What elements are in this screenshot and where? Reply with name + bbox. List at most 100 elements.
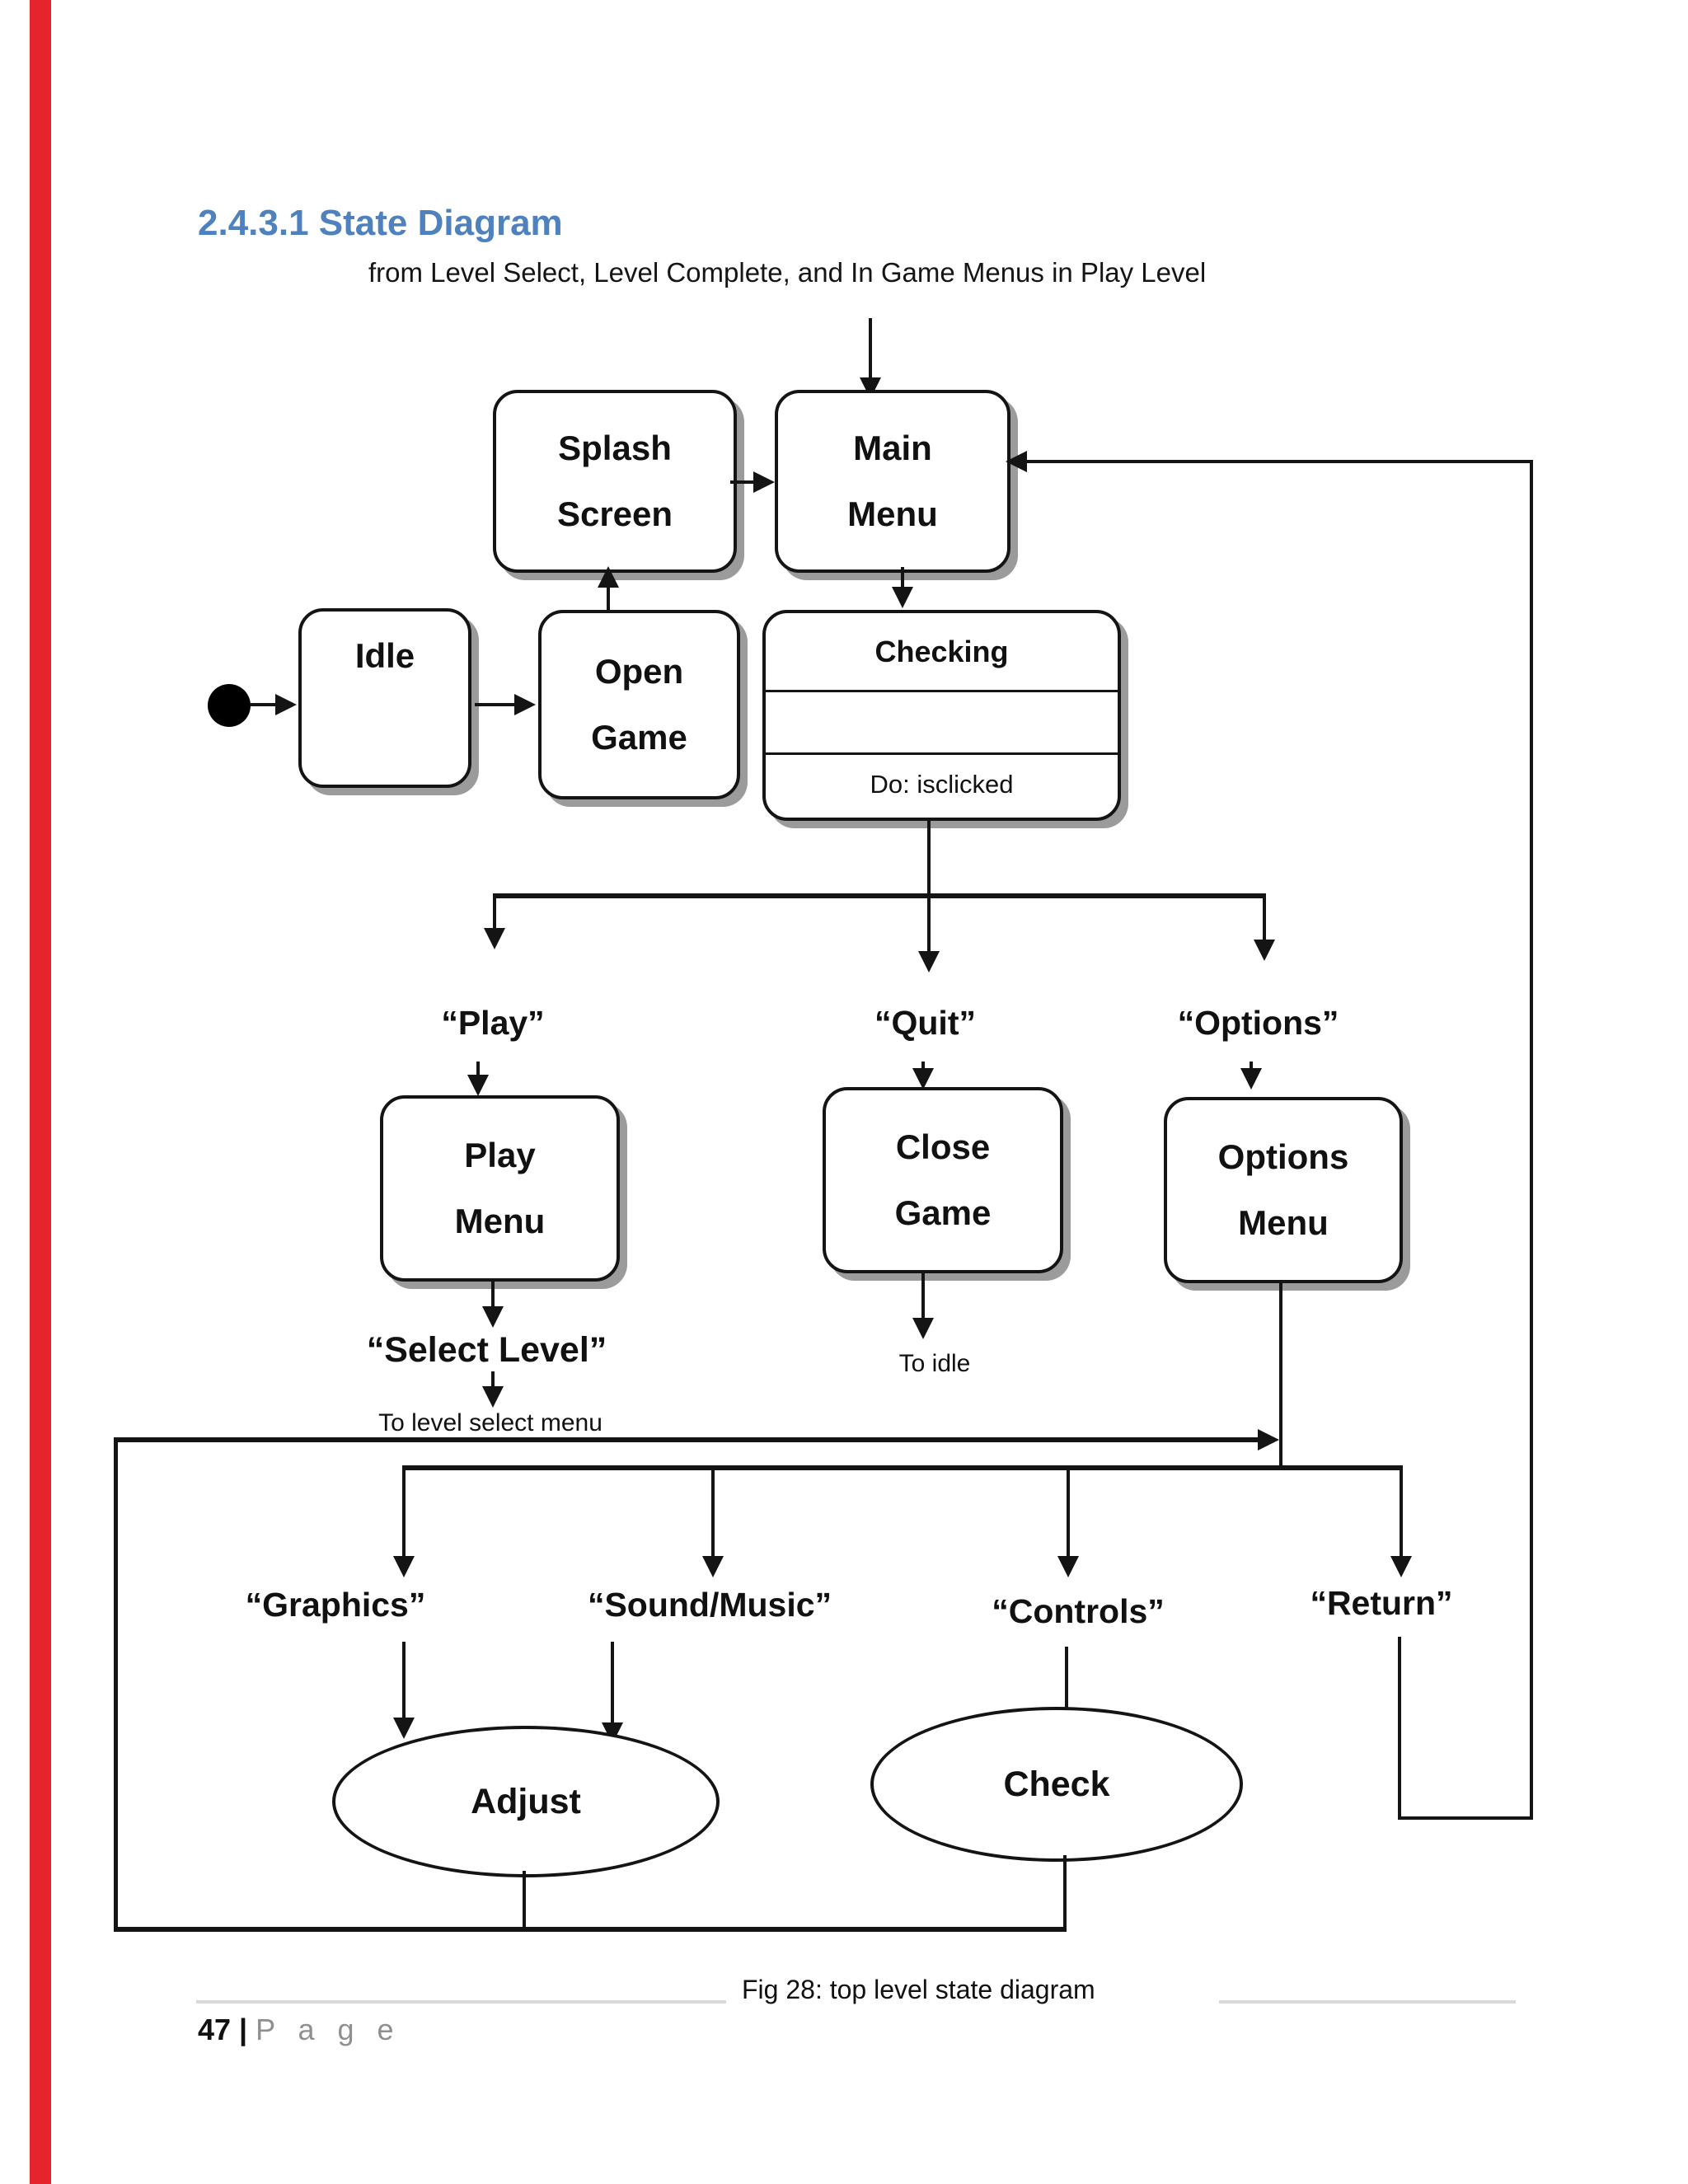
arrow-branch-to-return — [1400, 1465, 1403, 1563]
arrow-branch-to-graphics — [402, 1465, 406, 1563]
state-adjust-label: Adjust — [471, 1781, 581, 1821]
line-check-to-loop — [1063, 1855, 1067, 1931]
state-main-menu: Main Menu — [775, 390, 1010, 573]
arrowhead-main-to-checking — [892, 587, 913, 608]
initial-state-dot — [208, 684, 251, 727]
state-options-menu-line1: Options — [1217, 1137, 1349, 1176]
arrowhead-branch-to-play — [484, 928, 505, 949]
line-return-down — [1398, 1637, 1401, 1820]
arrow-controls-to-check — [1065, 1647, 1068, 1711]
arrowhead-quit-label-to-close-game — [912, 1068, 934, 1090]
transition-label-options: “Options” — [1177, 1004, 1339, 1042]
arrowhead-checking-to-quit — [918, 951, 940, 972]
arrow-select-level-to-level-select — [491, 1371, 495, 1393]
arrow-main-to-checking — [901, 567, 904, 592]
arrow-splash-to-main — [730, 480, 757, 484]
page-footer: 47|P a g e — [198, 2013, 401, 2047]
arrow-init-to-idle — [251, 703, 279, 706]
arrowhead-play-label-to-play-menu — [467, 1075, 489, 1096]
state-close-game-line2: Game — [894, 1193, 992, 1232]
state-check: Check — [870, 1707, 1243, 1862]
branch-bar-main-options — [495, 893, 1266, 898]
state-splash-screen-line2: Screen — [556, 494, 673, 533]
arrowhead-splash-to-main — [753, 471, 775, 493]
state-splash-screen-line1: Splash — [558, 428, 672, 467]
transition-note-to-idle: To idle — [898, 1350, 971, 1377]
arrow-branch-to-play — [493, 893, 496, 933]
arrowhead-idle-to-open — [514, 694, 536, 715]
state-checking-empty-row — [766, 692, 1118, 755]
transition-label-sound-music: “Sound/Music” — [587, 1586, 832, 1624]
state-main-menu-line1: Main — [853, 428, 932, 467]
arrowhead-branch-to-controls — [1057, 1556, 1079, 1577]
line-return-to-main — [1025, 460, 1533, 463]
state-checking-title: Checking — [766, 613, 1118, 692]
arrowhead-branch-to-return — [1390, 1556, 1412, 1577]
page-edge-bar — [30, 0, 51, 2184]
footer-separator: | — [239, 2013, 248, 2046]
transition-label-controls: “Controls” — [992, 1592, 1165, 1630]
state-play-menu-line2: Menu — [454, 1202, 546, 1240]
arrow-branch-to-options — [1263, 893, 1266, 944]
arrowhead-play-menu-to-select-level — [482, 1306, 504, 1328]
state-main-menu-line2: Menu — [847, 494, 938, 533]
line-loop-left-vertical — [114, 1437, 118, 1932]
arrowhead-branch-to-sound — [702, 1556, 724, 1577]
arrowhead-branch-to-options — [1254, 940, 1275, 961]
state-close-game-line1: Close — [895, 1127, 991, 1166]
arrowhead-select-level-to-level-select — [482, 1386, 504, 1408]
arrow-loop-to-options-line — [114, 1437, 1264, 1442]
transition-label-graphics: “Graphics” — [245, 1586, 426, 1624]
state-close-game: Close Game — [823, 1087, 1063, 1273]
caption-rule-right — [1219, 2000, 1516, 2004]
state-options-menu-line2: Menu — [1238, 1203, 1329, 1242]
state-play-menu-line1: Play — [464, 1135, 536, 1174]
transition-note-to-level-select: To level select menu — [378, 1409, 603, 1436]
arrow-checking-to-quit — [927, 818, 931, 956]
figure-caption: Fig 28: top level state diagram — [742, 1975, 1095, 2004]
arrow-idle-to-open — [475, 703, 518, 706]
arrowhead-loop-to-options-line — [1258, 1429, 1279, 1451]
arrowhead-return-to-main — [1006, 451, 1027, 472]
page-word: P a g e — [256, 2013, 401, 2046]
state-play-menu: Play Menu — [380, 1095, 620, 1282]
line-return-bottom — [1398, 1816, 1533, 1820]
arrow-close-game-to-idle — [921, 1270, 925, 1324]
state-open-game-line2: Game — [591, 718, 687, 757]
line-options-menu-to-branch — [1279, 1280, 1282, 1470]
transition-label-quit: “Quit” — [874, 1004, 976, 1042]
arrow-sound-to-adjust — [611, 1642, 614, 1729]
arrowhead-open-to-splash — [598, 566, 619, 588]
section-heading: 2.4.3.1 State Diagram — [198, 203, 563, 243]
diagram-subtitle: from Level Select, Level Complete, and I… — [368, 257, 1207, 288]
state-adjust: Adjust — [332, 1726, 720, 1877]
state-splash-screen: Splash Screen — [493, 390, 737, 573]
arrow-play-menu-to-select-level — [491, 1278, 495, 1313]
branch-bar-options-submenu — [404, 1465, 1403, 1470]
state-open-game-line1: Open — [594, 651, 684, 691]
line-adjust-to-loop — [523, 1871, 526, 1930]
state-check-label: Check — [1003, 1764, 1110, 1804]
arrow-branch-to-controls — [1067, 1465, 1070, 1563]
arrowhead-options-label-to-options-menu — [1240, 1068, 1262, 1090]
line-return-right-vertical — [1530, 460, 1533, 1820]
state-checking-action: Do: isclicked — [870, 770, 1014, 799]
state-checking: Checking Do: isclicked — [762, 610, 1121, 821]
transition-label-play: “Play” — [441, 1004, 545, 1042]
caption-rule-left — [196, 2000, 726, 2004]
arrow-play-label-to-play-menu — [476, 1062, 480, 1080]
state-open-game: Open Game — [538, 610, 740, 799]
arrow-branch-to-sound — [711, 1465, 715, 1563]
arrow-open-to-splash — [607, 585, 610, 610]
transition-label-return: “Return” — [1310, 1584, 1453, 1622]
arrow-graphics-to-adjust — [402, 1642, 406, 1724]
state-idle: Idle — [298, 608, 471, 788]
state-idle-label: Idle — [354, 636, 415, 675]
arrowhead-init-to-idle — [275, 694, 297, 715]
state-options-menu: Options Menu — [1164, 1097, 1403, 1283]
arrowhead-branch-to-graphics — [393, 1556, 415, 1577]
page-number: 47 — [198, 2013, 232, 2046]
arrowhead-close-game-to-idle — [912, 1318, 934, 1339]
line-loop-bottom — [114, 1927, 1067, 1932]
